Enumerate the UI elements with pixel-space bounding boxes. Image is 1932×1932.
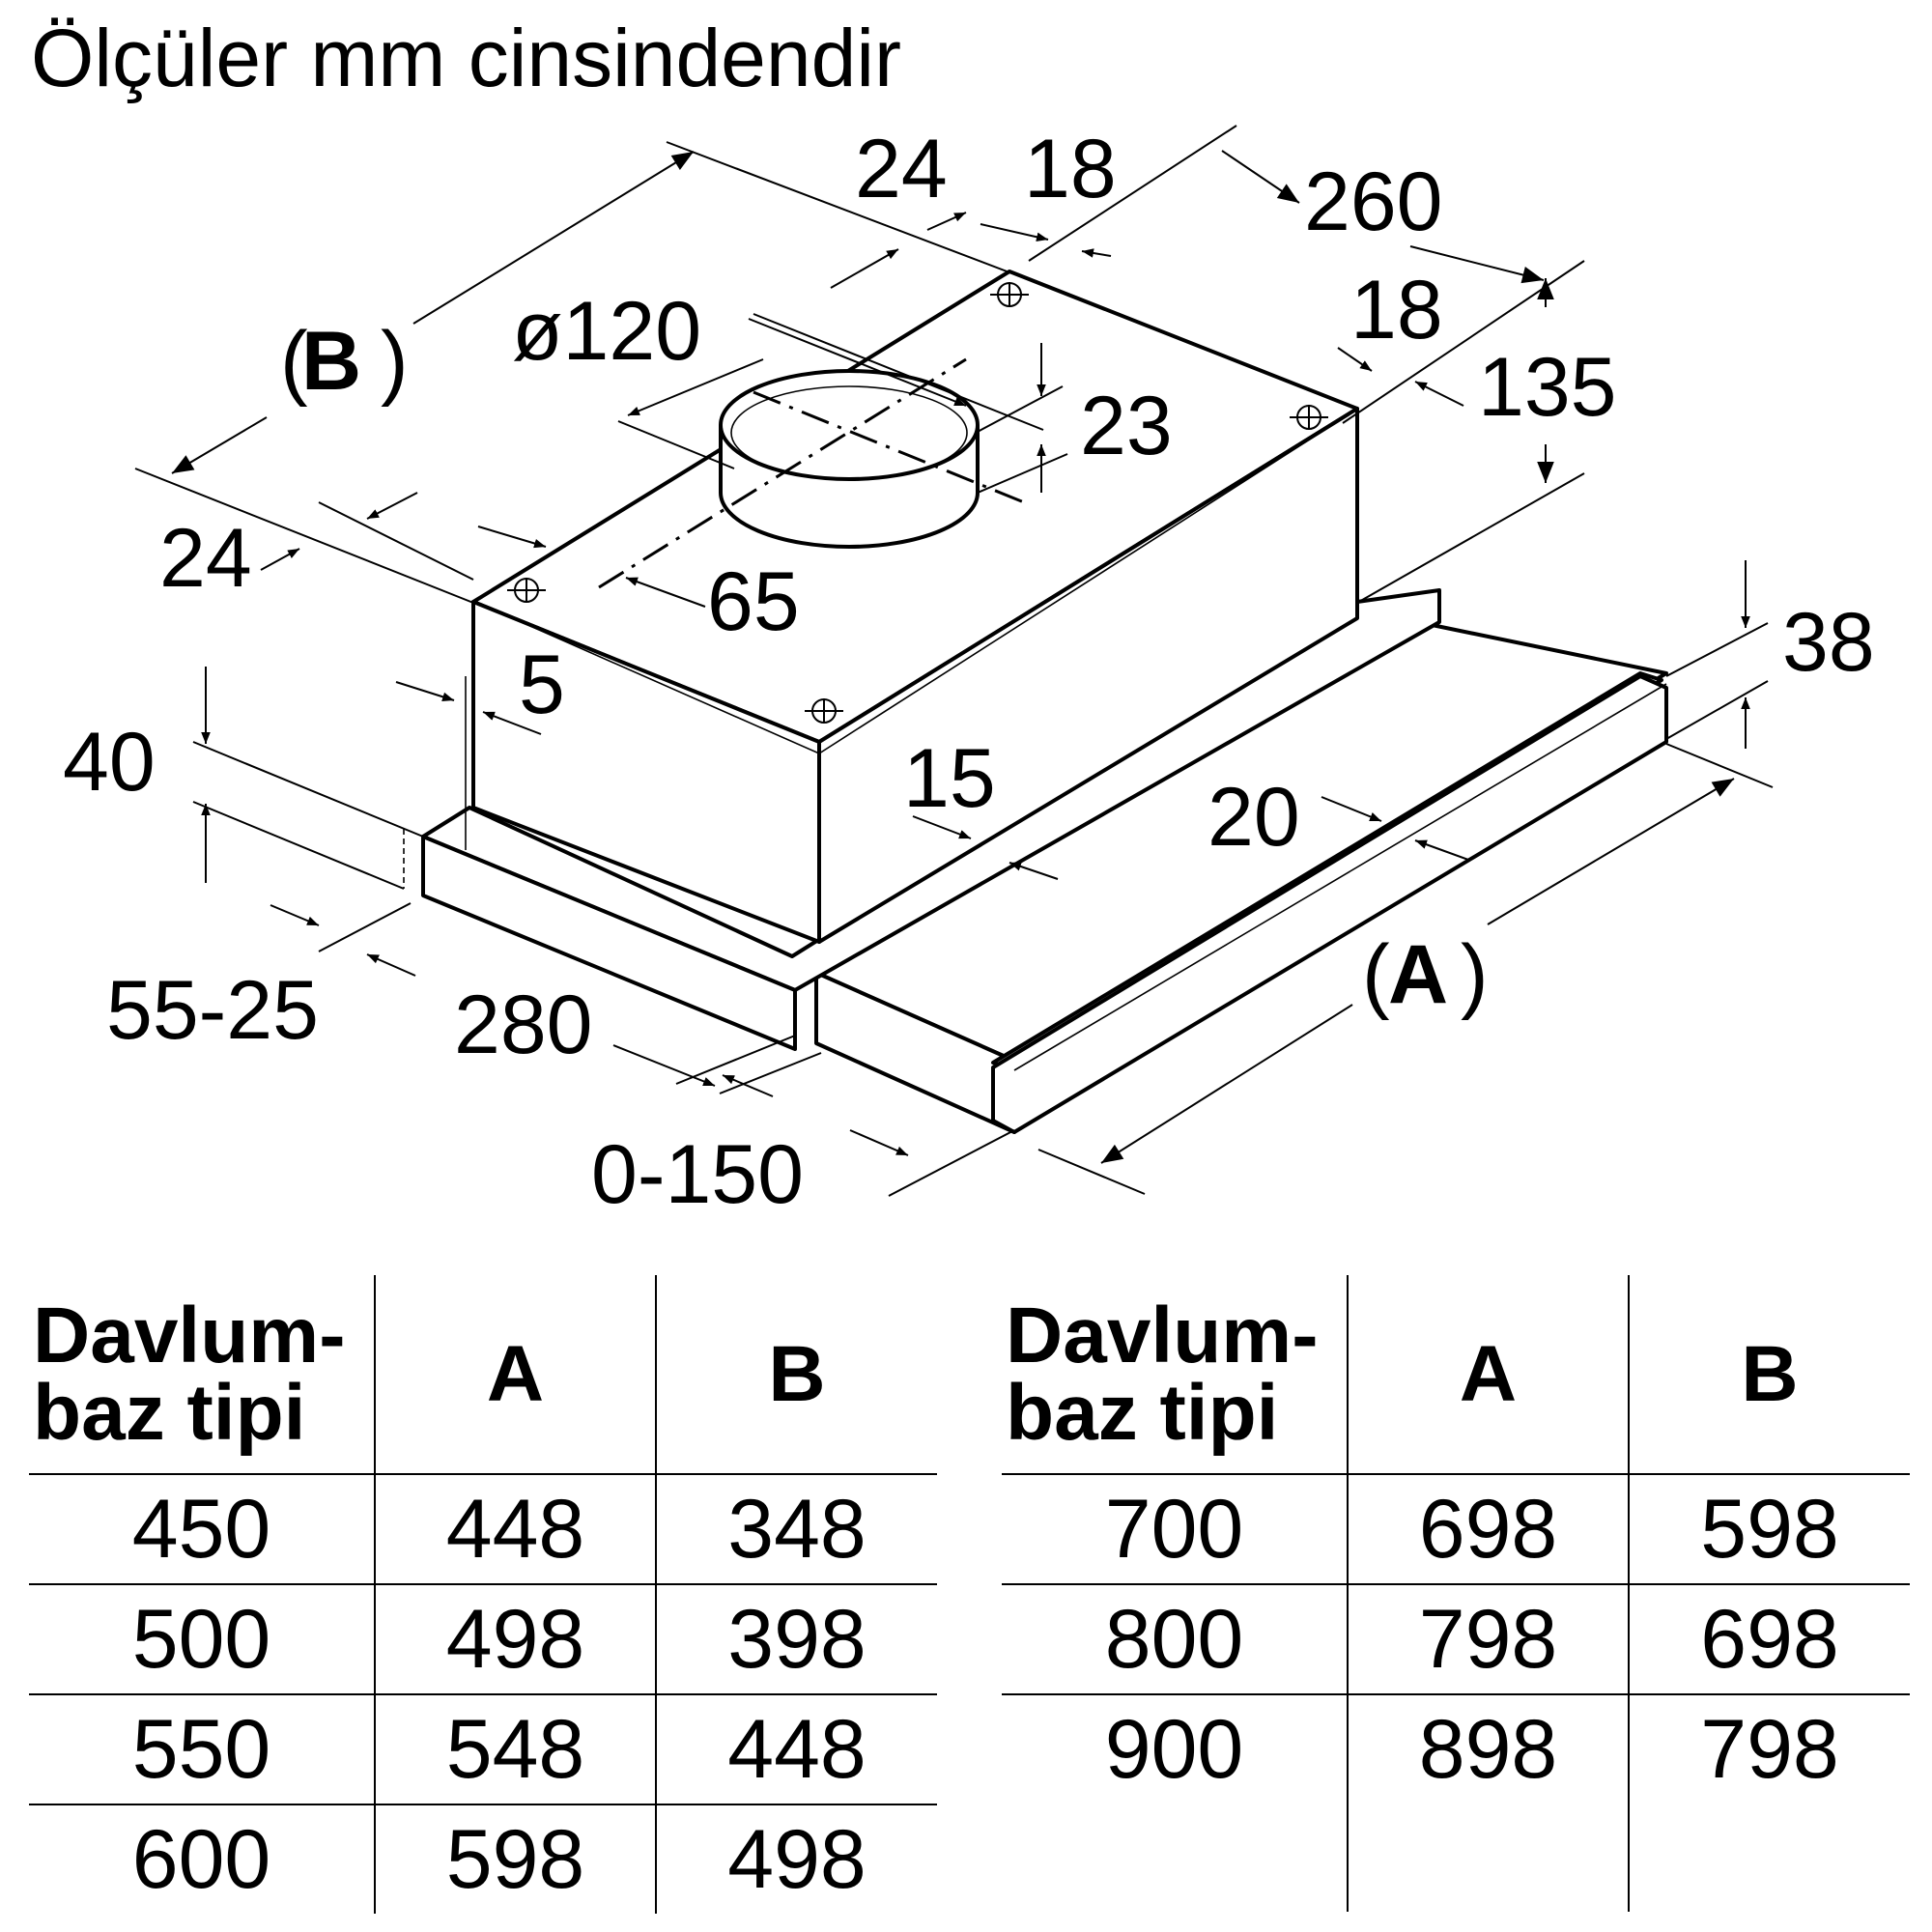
header-hood-type-text: Davlum- baz tipi xyxy=(33,1291,346,1457)
dimension-drawing: ( B ) 24 18 260 18 135 ø120 23 24 65 5 4… xyxy=(63,123,1875,1221)
dim-40: 40 xyxy=(63,716,156,809)
dim-280: 280 xyxy=(454,979,593,1071)
dim-24-left: 24 xyxy=(159,512,252,605)
dim-15: 15 xyxy=(903,732,996,825)
screw-icon xyxy=(990,282,1029,307)
dim-260: 260 xyxy=(1304,156,1443,248)
dim-18-right: 18 xyxy=(1350,264,1443,356)
cell-B: 598 xyxy=(1629,1474,1910,1585)
dim-A-label: A xyxy=(1388,928,1448,1021)
cell-empty xyxy=(1629,1804,1910,1912)
table-header-row: Davlum- baz tipi A B xyxy=(29,1275,937,1475)
table-row: 800 798 698 xyxy=(1002,1584,1910,1695)
cell-A: 498 xyxy=(375,1584,657,1695)
table-row-empty xyxy=(1002,1804,1910,1912)
table-row: 700 698 598 xyxy=(1002,1474,1910,1585)
dim-B-open: ( xyxy=(280,315,308,408)
cell-empty xyxy=(1348,1804,1630,1912)
cell-type: 700 xyxy=(1002,1474,1349,1585)
screw-icon xyxy=(805,698,843,724)
table-row: 550 548 448 xyxy=(29,1694,937,1805)
dim-38: 38 xyxy=(1782,596,1875,689)
cell-A: 548 xyxy=(375,1694,657,1805)
dim-55-25: 55-25 xyxy=(106,964,319,1057)
dim-135: 135 xyxy=(1478,341,1617,434)
cell-B: 448 xyxy=(656,1694,937,1805)
dim-65: 65 xyxy=(707,555,800,648)
front-handle xyxy=(991,674,1668,1134)
cell-type: 600 xyxy=(29,1804,376,1914)
cell-A: 598 xyxy=(375,1804,657,1914)
dimensions-table-right: Davlum- baz tipi A B 700 698 598 800 798… xyxy=(1002,1275,1910,1912)
header-hood-type: Davlum- baz tipi xyxy=(1002,1275,1349,1475)
header-hood-type: Davlum- baz tipi xyxy=(29,1275,376,1475)
dimension-lines xyxy=(134,125,1774,1197)
table-row: 600 598 498 xyxy=(29,1804,937,1914)
exhaust-collar xyxy=(719,369,980,549)
dim-18-top: 18 xyxy=(1024,123,1117,215)
cell-B: 348 xyxy=(656,1474,937,1585)
dim-5: 5 xyxy=(519,639,565,731)
cell-A: 798 xyxy=(1348,1584,1630,1695)
dim-B-label: B xyxy=(301,315,361,408)
header-B: B xyxy=(656,1275,937,1475)
cell-type: 550 xyxy=(29,1694,376,1805)
hood-body xyxy=(421,270,1668,1134)
cell-A: 448 xyxy=(375,1474,657,1585)
dim-B-close: ) xyxy=(381,315,409,408)
table-header-row: Davlum- baz tipi A B xyxy=(1002,1275,1910,1475)
header-hood-type-text: Davlum- baz tipi xyxy=(1006,1291,1319,1457)
dimensions-table-left: Davlum- baz tipi A B 450 448 348 500 498… xyxy=(29,1275,937,1914)
dim-A-close: ) xyxy=(1461,928,1489,1021)
dim-A-open: ( xyxy=(1362,928,1390,1021)
table-row: 500 498 398 xyxy=(29,1584,937,1695)
header-B: B xyxy=(1629,1275,1910,1475)
dim-diameter-120: ø120 xyxy=(512,285,701,378)
cell-A: 898 xyxy=(1348,1694,1630,1804)
dim-23: 23 xyxy=(1080,380,1173,472)
dim-0-150: 0-150 xyxy=(591,1128,804,1221)
cell-empty xyxy=(1002,1804,1349,1912)
cell-A: 698 xyxy=(1348,1474,1630,1585)
cell-B: 398 xyxy=(656,1584,937,1695)
header-A: A xyxy=(1348,1275,1630,1475)
cell-type: 900 xyxy=(1002,1694,1349,1804)
base-plate-front xyxy=(421,835,797,1051)
screw-icon xyxy=(507,578,546,603)
cell-B: 798 xyxy=(1700,1702,1839,1796)
header-A: A xyxy=(375,1275,657,1475)
cell-type: 450 xyxy=(29,1474,376,1585)
dim-20: 20 xyxy=(1208,771,1300,864)
cell-type: 800 xyxy=(1002,1584,1349,1695)
dim-24-top: 24 xyxy=(855,123,948,215)
cell-B: 498 xyxy=(727,1812,867,1906)
table-row: 900 898 798 xyxy=(1002,1694,1910,1804)
dimension-labels: ( B ) 24 18 260 18 135 ø120 23 24 65 5 4… xyxy=(63,123,1875,1221)
page-title: Ölçüler mm cinsindendir xyxy=(31,13,901,103)
cell-type: 500 xyxy=(29,1584,376,1695)
screw-icon xyxy=(1290,405,1328,430)
table-row: 450 448 348 xyxy=(29,1474,937,1585)
box-front-right xyxy=(817,407,1359,944)
cell-B: 698 xyxy=(1629,1584,1910,1695)
